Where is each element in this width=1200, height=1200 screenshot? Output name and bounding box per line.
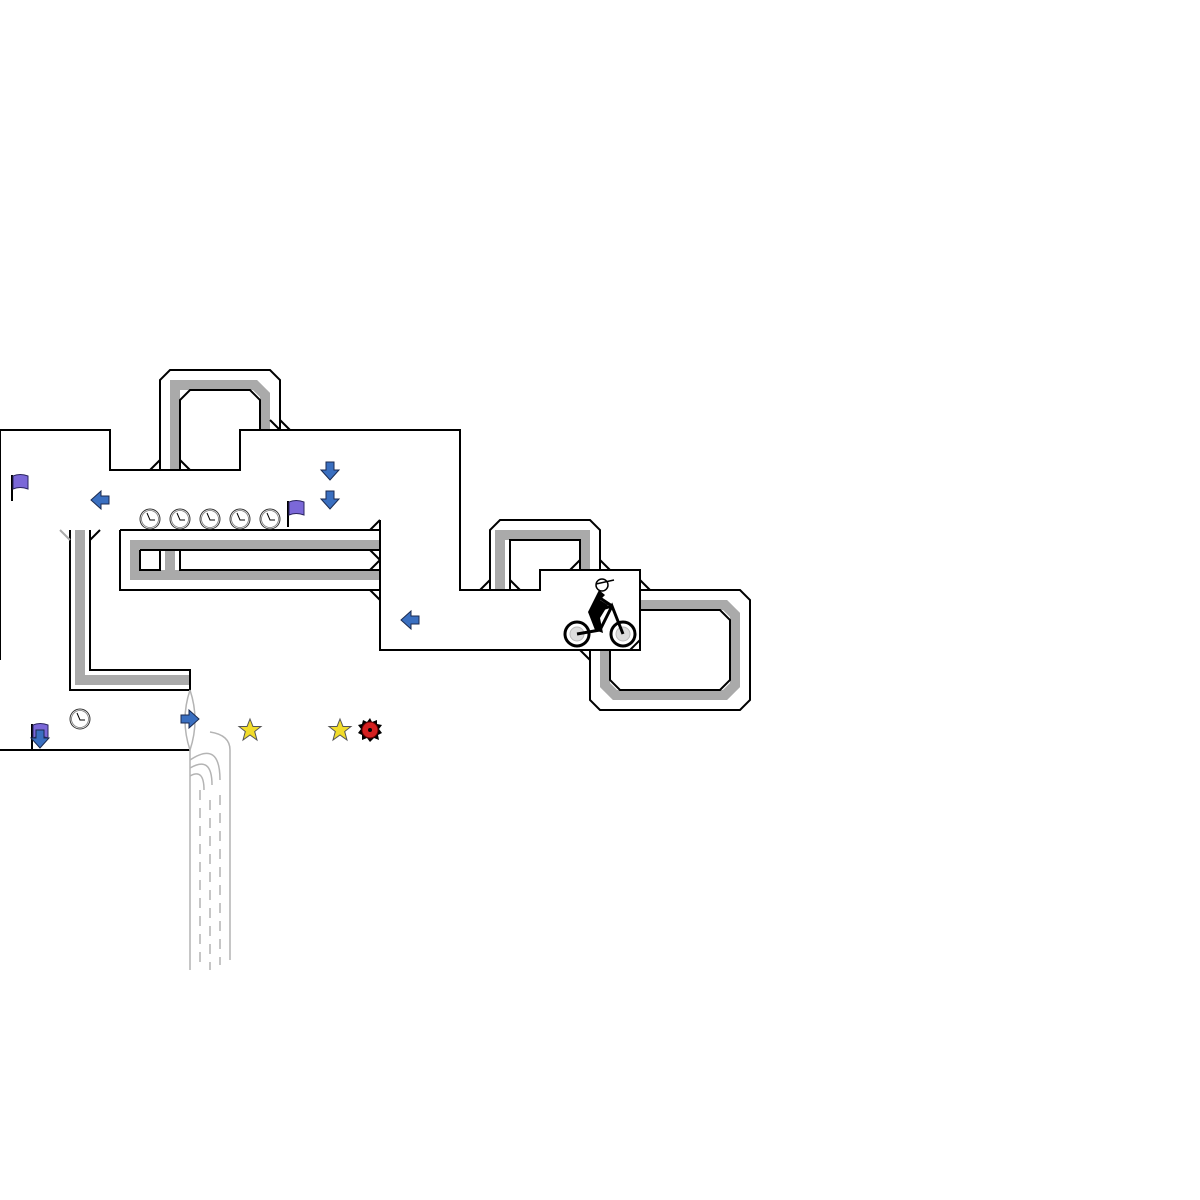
slowmo-clock[interactable] <box>259 508 281 530</box>
boost-arrow-down[interactable] <box>320 461 340 481</box>
goal-star[interactable] <box>238 718 262 741</box>
boost-arrow-down[interactable] <box>320 490 340 510</box>
scenery-lines <box>75 380 740 700</box>
boost-arrow-right[interactable] <box>180 709 200 729</box>
boost-arrow-left[interactable] <box>400 610 420 630</box>
bomb[interactable] <box>358 718 382 742</box>
checkpoint-flag[interactable] <box>287 499 305 528</box>
boost-arrow-left[interactable] <box>90 490 110 510</box>
checkpoint-flag[interactable] <box>11 473 29 502</box>
slowmo-clock[interactable] <box>199 508 221 530</box>
slowmo-clock[interactable] <box>69 708 91 730</box>
slowmo-clock[interactable] <box>169 508 191 530</box>
track-lines <box>0 369 751 751</box>
slowmo-clock[interactable] <box>139 508 161 530</box>
slowmo-clock[interactable] <box>229 508 251 530</box>
bike-rider[interactable] <box>563 578 637 648</box>
waterfall-scenery <box>184 689 231 970</box>
goal-star[interactable] <box>328 718 352 741</box>
